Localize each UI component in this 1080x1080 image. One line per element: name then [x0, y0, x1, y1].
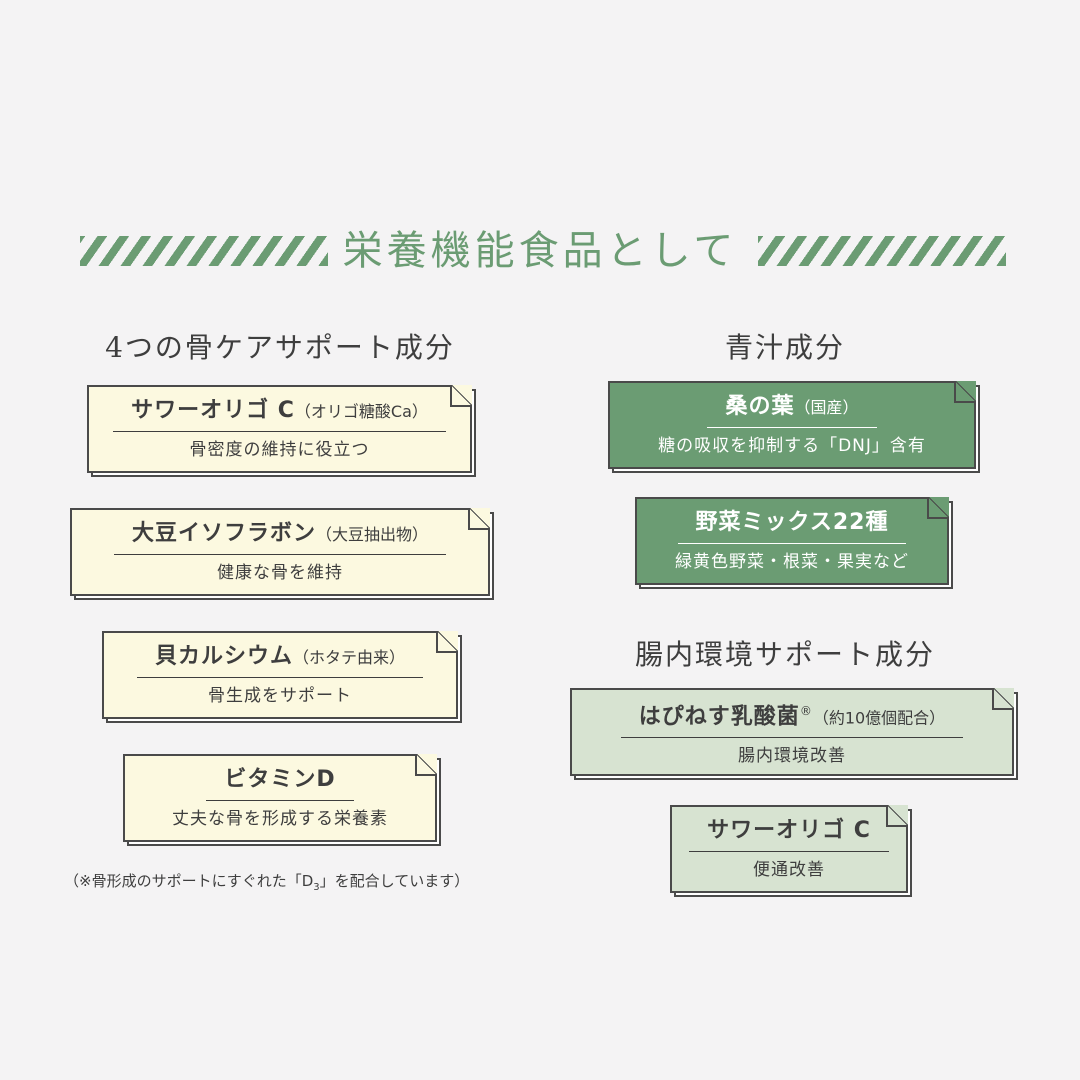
- page-fold-icon: [436, 631, 458, 653]
- card-description: 丈夫な骨を形成する栄養素: [172, 809, 388, 829]
- card-description: 骨生成をサポート: [208, 686, 352, 706]
- card-description: 便通改善: [753, 860, 825, 880]
- card-heading: 貝カルシウム（ホタテ由来）: [136, 642, 424, 678]
- card-description: 健康な骨を維持: [217, 563, 343, 583]
- page-fold-icon: [415, 754, 437, 776]
- page-fold-icon: [886, 805, 908, 827]
- page-title: 栄養機能食品として: [342, 228, 738, 274]
- page-fold-icon: [927, 497, 949, 519]
- card-heading: 大豆イソフラボン（大豆抽出物）: [113, 519, 447, 555]
- bone-card-soy-isoflavone: 大豆イソフラボン（大豆抽出物） 健康な骨を維持: [70, 508, 494, 600]
- page-fold-icon: [954, 381, 976, 403]
- bone-section-title: 4つの骨ケアサポート成分: [105, 331, 455, 364]
- card-description: 糖の吸収を抑制する「DNJ」含有: [658, 436, 926, 456]
- bone-card-shell-calcium: 貝カルシウム（ホタテ由来） 骨生成をサポート: [102, 631, 462, 723]
- page-fold-icon: [450, 385, 472, 407]
- aojiru-section-title: 青汁成分: [724, 331, 845, 364]
- aojiru-card-mulberry-leaf: 桑の葉（国産） 糖の吸収を抑制する「DNJ」含有: [608, 381, 980, 473]
- gut-card-lactobacillus: はぴねす乳酸菌®（約10億個配合） 腸内環境改善: [570, 688, 1018, 780]
- card-heading: サワーオリゴ C（オリゴ糖酸Ca）: [113, 396, 446, 432]
- bone-card-sour-oligo: サワーオリゴ C（オリゴ糖酸Ca） 骨密度の維持に役立つ: [87, 385, 476, 477]
- card-heading: はぴねす乳酸菌®（約10億個配合）: [620, 696, 964, 739]
- card-heading: サワーオリゴ C: [689, 816, 889, 852]
- header-stripes-left: [80, 236, 328, 266]
- page-fold-icon: [992, 688, 1014, 710]
- aojiru-card-vegetable-mix: 野菜ミックス22種 緑黄色野菜・根菜・果実など: [635, 497, 953, 589]
- page-fold-icon: [468, 508, 490, 530]
- card-description: 骨密度の維持に役立つ: [189, 440, 370, 460]
- card-heading: 野菜ミックス22種: [677, 508, 907, 544]
- card-heading: ビタミンD: [206, 765, 354, 801]
- card-description: 緑黄色野菜・根菜・果実など: [675, 552, 909, 572]
- gut-section-title: 腸内環境サポート成分: [634, 638, 935, 671]
- footnote: （※骨形成のサポートにすぐれた「D3」を配合しています）: [64, 872, 470, 893]
- card-heading: 桑の葉（国産）: [707, 392, 877, 428]
- header-stripes-right: [758, 236, 1006, 266]
- gut-card-sour-oligo: サワーオリゴ C 便通改善: [670, 805, 912, 897]
- bone-card-vitamin-d: ビタミンD 丈夫な骨を形成する栄養素: [123, 754, 441, 846]
- card-description: 腸内環境改善: [738, 746, 846, 767]
